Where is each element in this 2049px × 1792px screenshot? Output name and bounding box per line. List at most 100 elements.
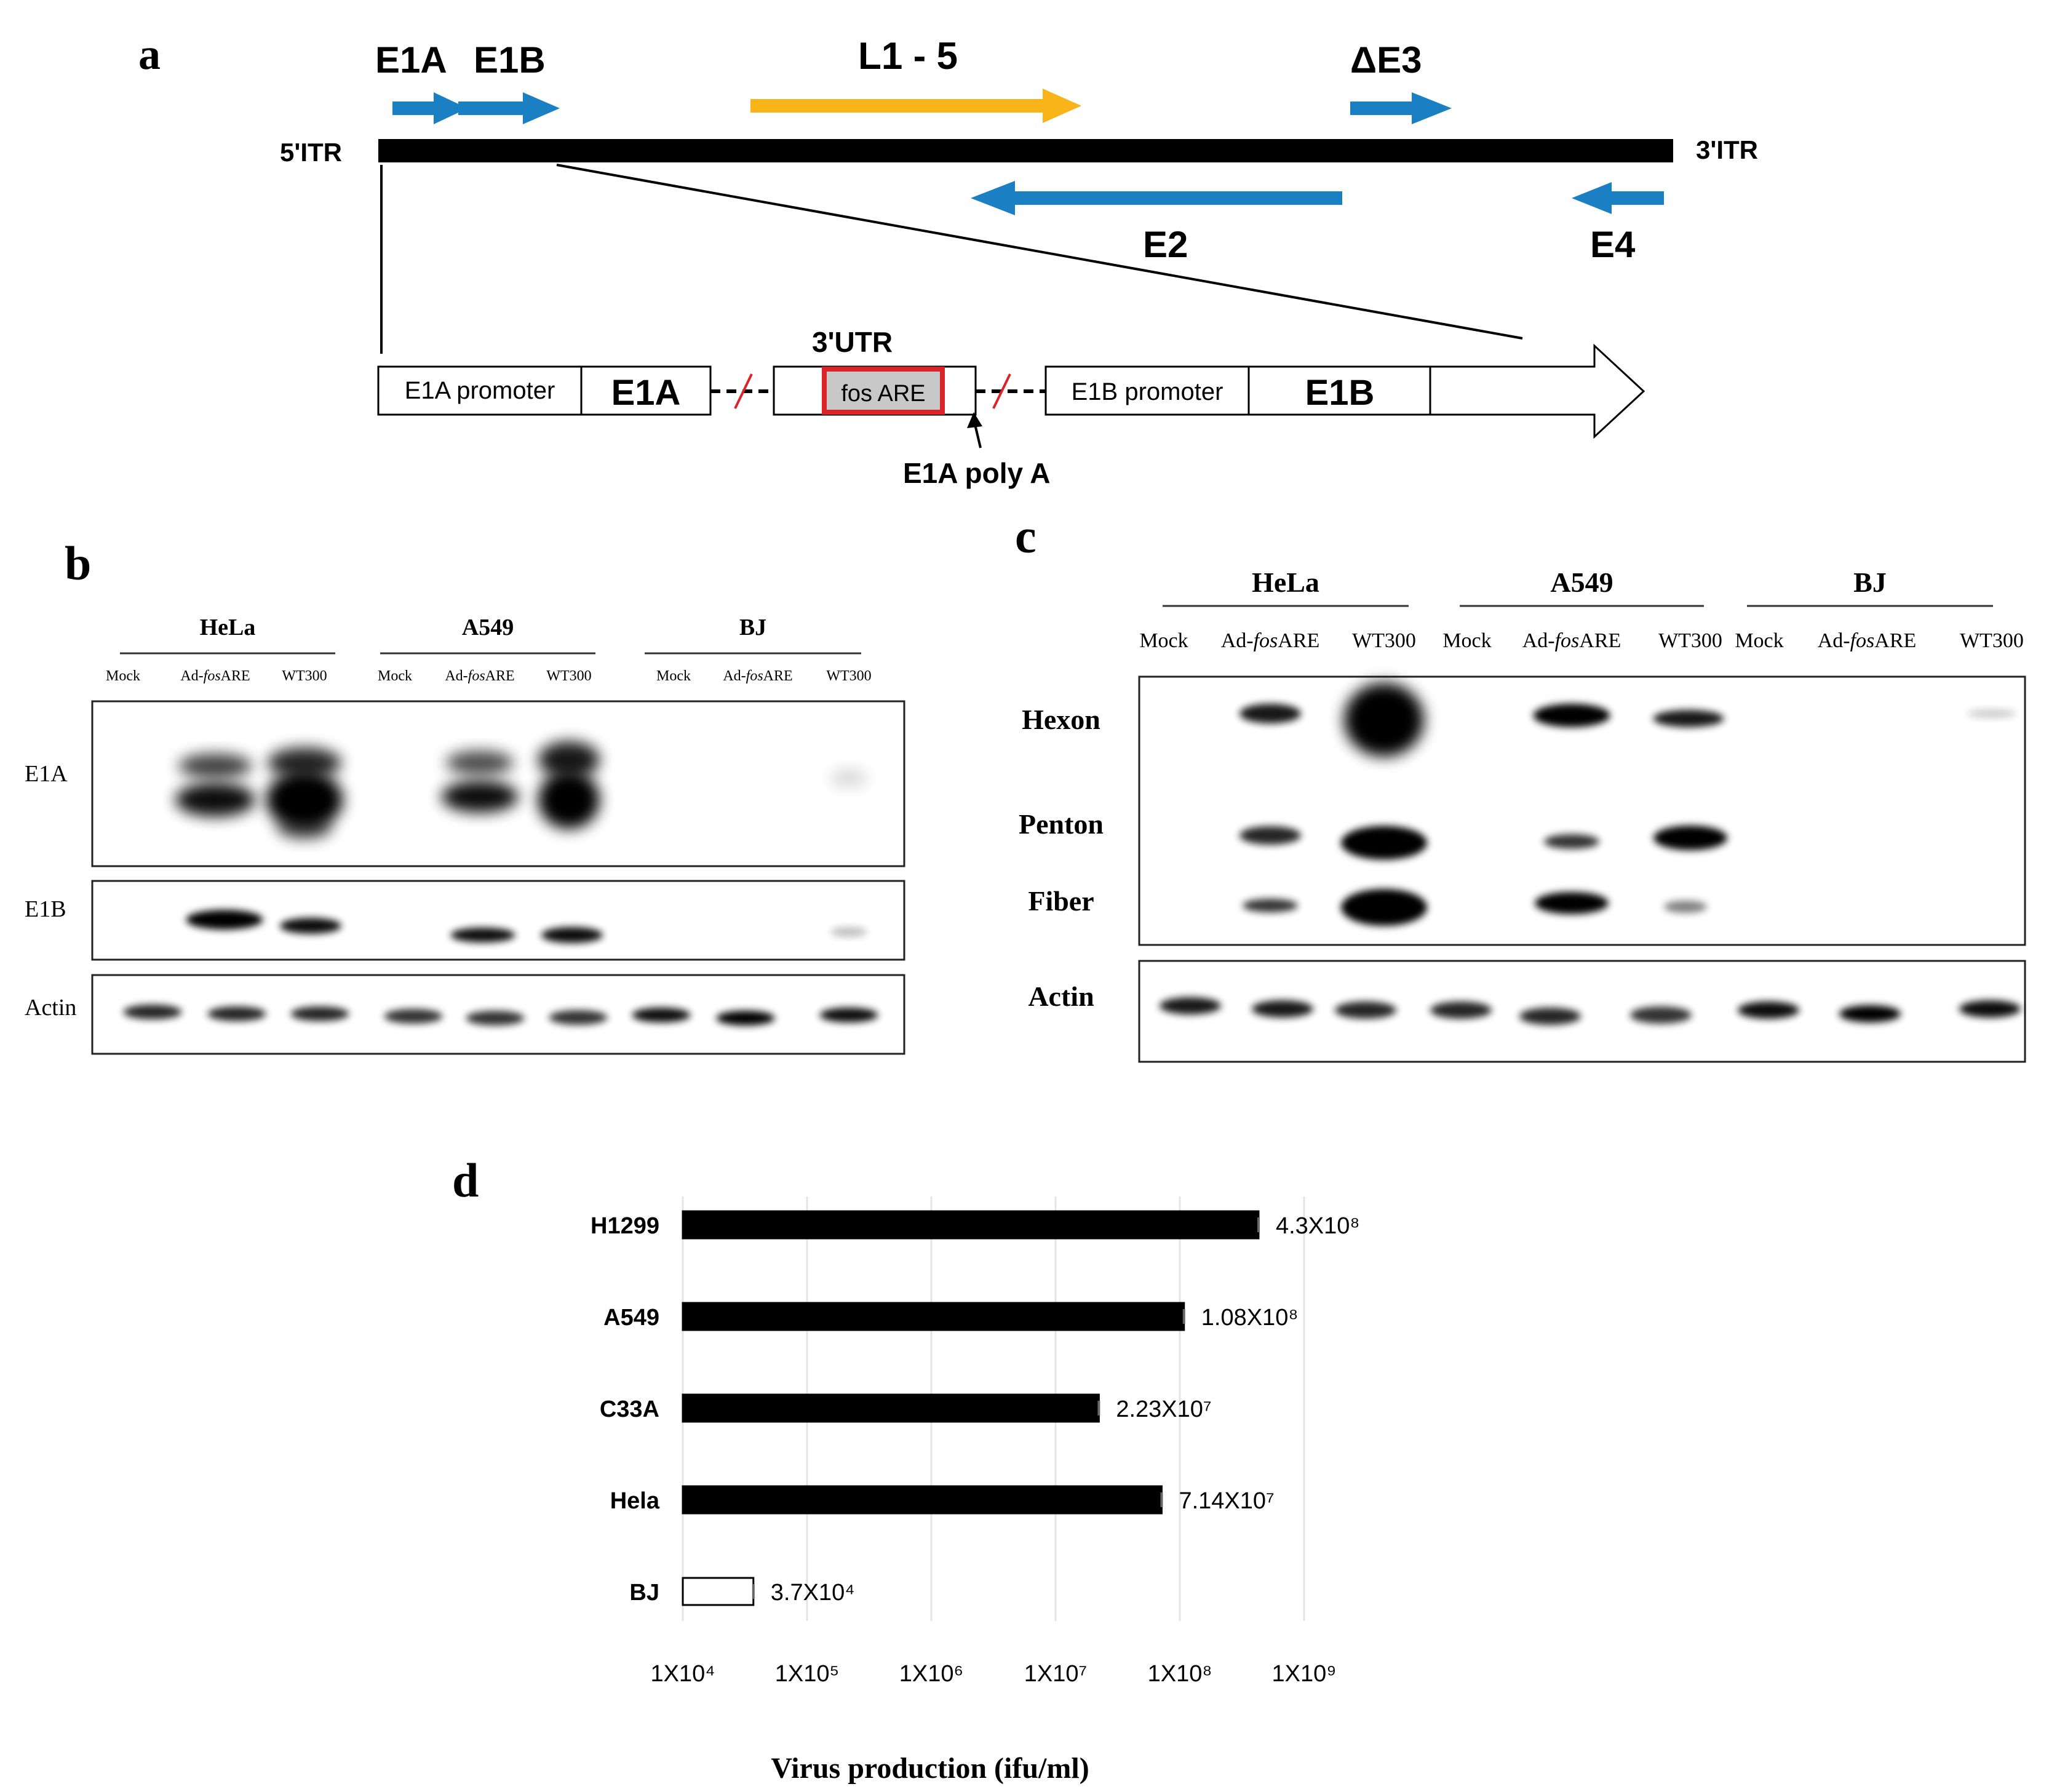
blot-b-lane-label: Ad-fosARE: [180, 668, 250, 684]
e1b-promoter-label: E1B promoter: [1072, 378, 1223, 405]
blot-b-cell-line-label: HeLa: [200, 615, 256, 640]
gene-label-e4: E4: [1590, 224, 1636, 265]
e1a-box: [580, 365, 712, 416]
panel-label-d: d: [452, 1153, 479, 1207]
blot-c-band: [1252, 1000, 1313, 1017]
genome-bar: [378, 139, 1673, 162]
blot-b-band: [830, 769, 867, 787]
chart-value-label: 2.23X10⁷: [1116, 1396, 1211, 1422]
blot-b-lane-label: Ad-fosARE: [445, 668, 514, 684]
blot-c-band: [1959, 1000, 2021, 1017]
chart-tick-label: 1X10⁶: [899, 1661, 963, 1687]
e1a-arrow: [392, 92, 467, 124]
blot-c-band: [1243, 899, 1298, 912]
e1a-promoter-box: [377, 365, 583, 416]
blot-b-band: [541, 927, 603, 943]
blot-c-lane-label: WT300: [1658, 629, 1722, 652]
blot-b-band: [384, 1009, 443, 1024]
blot-b-lane-label: Mock: [656, 668, 691, 684]
blot-b-lane-label: Mock: [378, 668, 412, 684]
blot-c-row-label: Fiber: [1028, 885, 1094, 917]
blot-c-band: [1653, 826, 1727, 850]
chart-tick-label: 1X10⁸: [1148, 1661, 1212, 1687]
blot-c-band: [1738, 1002, 1799, 1019]
chart-bar: [682, 1393, 1100, 1423]
panel-label-c: c: [1015, 509, 1036, 563]
blot-c-lane-label: Ad-fosARE: [1818, 629, 1917, 652]
blot-c-row-label: Penton: [1019, 808, 1104, 840]
blot-b-row-label: E1A: [25, 761, 68, 787]
blot-b-band: [175, 783, 255, 817]
chart-bar: [682, 1577, 755, 1606]
blot-c-cell-line-label: BJ: [1853, 567, 1887, 598]
blot-b-band: [549, 1010, 608, 1025]
blot-c-lane-label: Ad-fosARE: [1221, 629, 1320, 652]
blot-c-lane-label: Ad-fosARE: [1522, 629, 1621, 652]
chart-xlabel: Virus production (ifu/ml): [771, 1752, 1089, 1785]
blot-c-band: [1544, 834, 1599, 849]
blot-c-lane-label: Mock: [1735, 629, 1783, 652]
chart-tick-label: 1X10⁵: [775, 1661, 840, 1687]
e1a-polya-label: E1A poly A: [903, 457, 1050, 489]
blot-c-band: [1160, 997, 1221, 1014]
blot-b-band: [178, 754, 252, 778]
chart-value-label: 3.7X10⁴: [771, 1580, 855, 1606]
blot-b-band: [830, 927, 867, 937]
blot-b-lane-label: Ad-fosARE: [723, 668, 792, 684]
blot-c-band: [1344, 683, 1424, 757]
blot-b-band: [716, 1011, 775, 1025]
blot-c-lane-label: Mock: [1442, 629, 1491, 652]
left-itr-label: 5'ITR: [280, 138, 342, 167]
chart-category-label: A549: [603, 1305, 659, 1331]
e1b-arrow: [458, 92, 560, 124]
blot-b-band: [819, 1008, 878, 1022]
chart-tick-label: 1X10⁴: [650, 1661, 715, 1687]
blot-b-band: [441, 781, 519, 813]
blot-c-band: [1630, 1006, 1692, 1024]
break-mark-2: [992, 373, 1011, 409]
chart-category-label: H1299: [591, 1213, 659, 1239]
blot-c-lane-label: WT300: [1352, 629, 1416, 652]
e1a-promoter-label: E1A promoter: [405, 377, 555, 404]
blot-c-row-label: Hexon: [1022, 704, 1100, 735]
blot-b-lane-label: WT300: [546, 668, 591, 684]
blot-c-cell-line-label: A549: [1550, 567, 1613, 598]
blot-b-band: [450, 928, 515, 942]
fos-are-box: [822, 367, 945, 415]
chart-bar: [682, 1485, 1163, 1515]
blot-b-band: [466, 1011, 525, 1025]
de3-arrow: [1350, 92, 1452, 124]
blot-c-band: [1533, 704, 1610, 727]
blot-c-band: [1535, 892, 1609, 914]
blot-c-cell-line-label: HeLa: [1252, 567, 1319, 598]
panel-label-a: a: [138, 30, 161, 79]
chart-category-label: BJ: [629, 1580, 659, 1606]
blot-c-band: [1341, 826, 1427, 860]
gene-label-de3: ΔE3: [1350, 39, 1422, 81]
construct-direction-arrow: [1429, 343, 1645, 439]
blot-b-band: [207, 1006, 266, 1021]
blot-c-band: [1519, 1008, 1581, 1025]
blot-c-band: [1430, 1002, 1492, 1019]
chart-value-label: 4.3X10⁸: [1276, 1213, 1359, 1239]
blot-c-band: [1239, 704, 1301, 723]
blot-c-band: [1664, 901, 1707, 913]
blot-c-band: [1239, 826, 1301, 845]
blot-b-band: [538, 770, 600, 829]
chart-value-label: 1.08X10⁸: [1201, 1305, 1299, 1331]
blot-b-band: [280, 918, 341, 934]
chart-bar: [682, 1302, 1185, 1331]
fos-are-label: fos ARE: [841, 381, 925, 407]
blot-b-lane-label: WT300: [282, 668, 327, 684]
blot-b-band: [538, 741, 600, 778]
blot-b-band: [632, 1008, 691, 1022]
blot-c-band: [1653, 710, 1724, 727]
blot-b-band: [277, 815, 332, 840]
blot-b-lane-label: Mock: [106, 668, 140, 684]
blot-c-band: [1341, 889, 1427, 926]
blot-c-row-label: Actin: [1028, 981, 1094, 1012]
blot-c-lane-label: Mock: [1139, 629, 1188, 652]
chart-bar: [682, 1210, 1260, 1240]
